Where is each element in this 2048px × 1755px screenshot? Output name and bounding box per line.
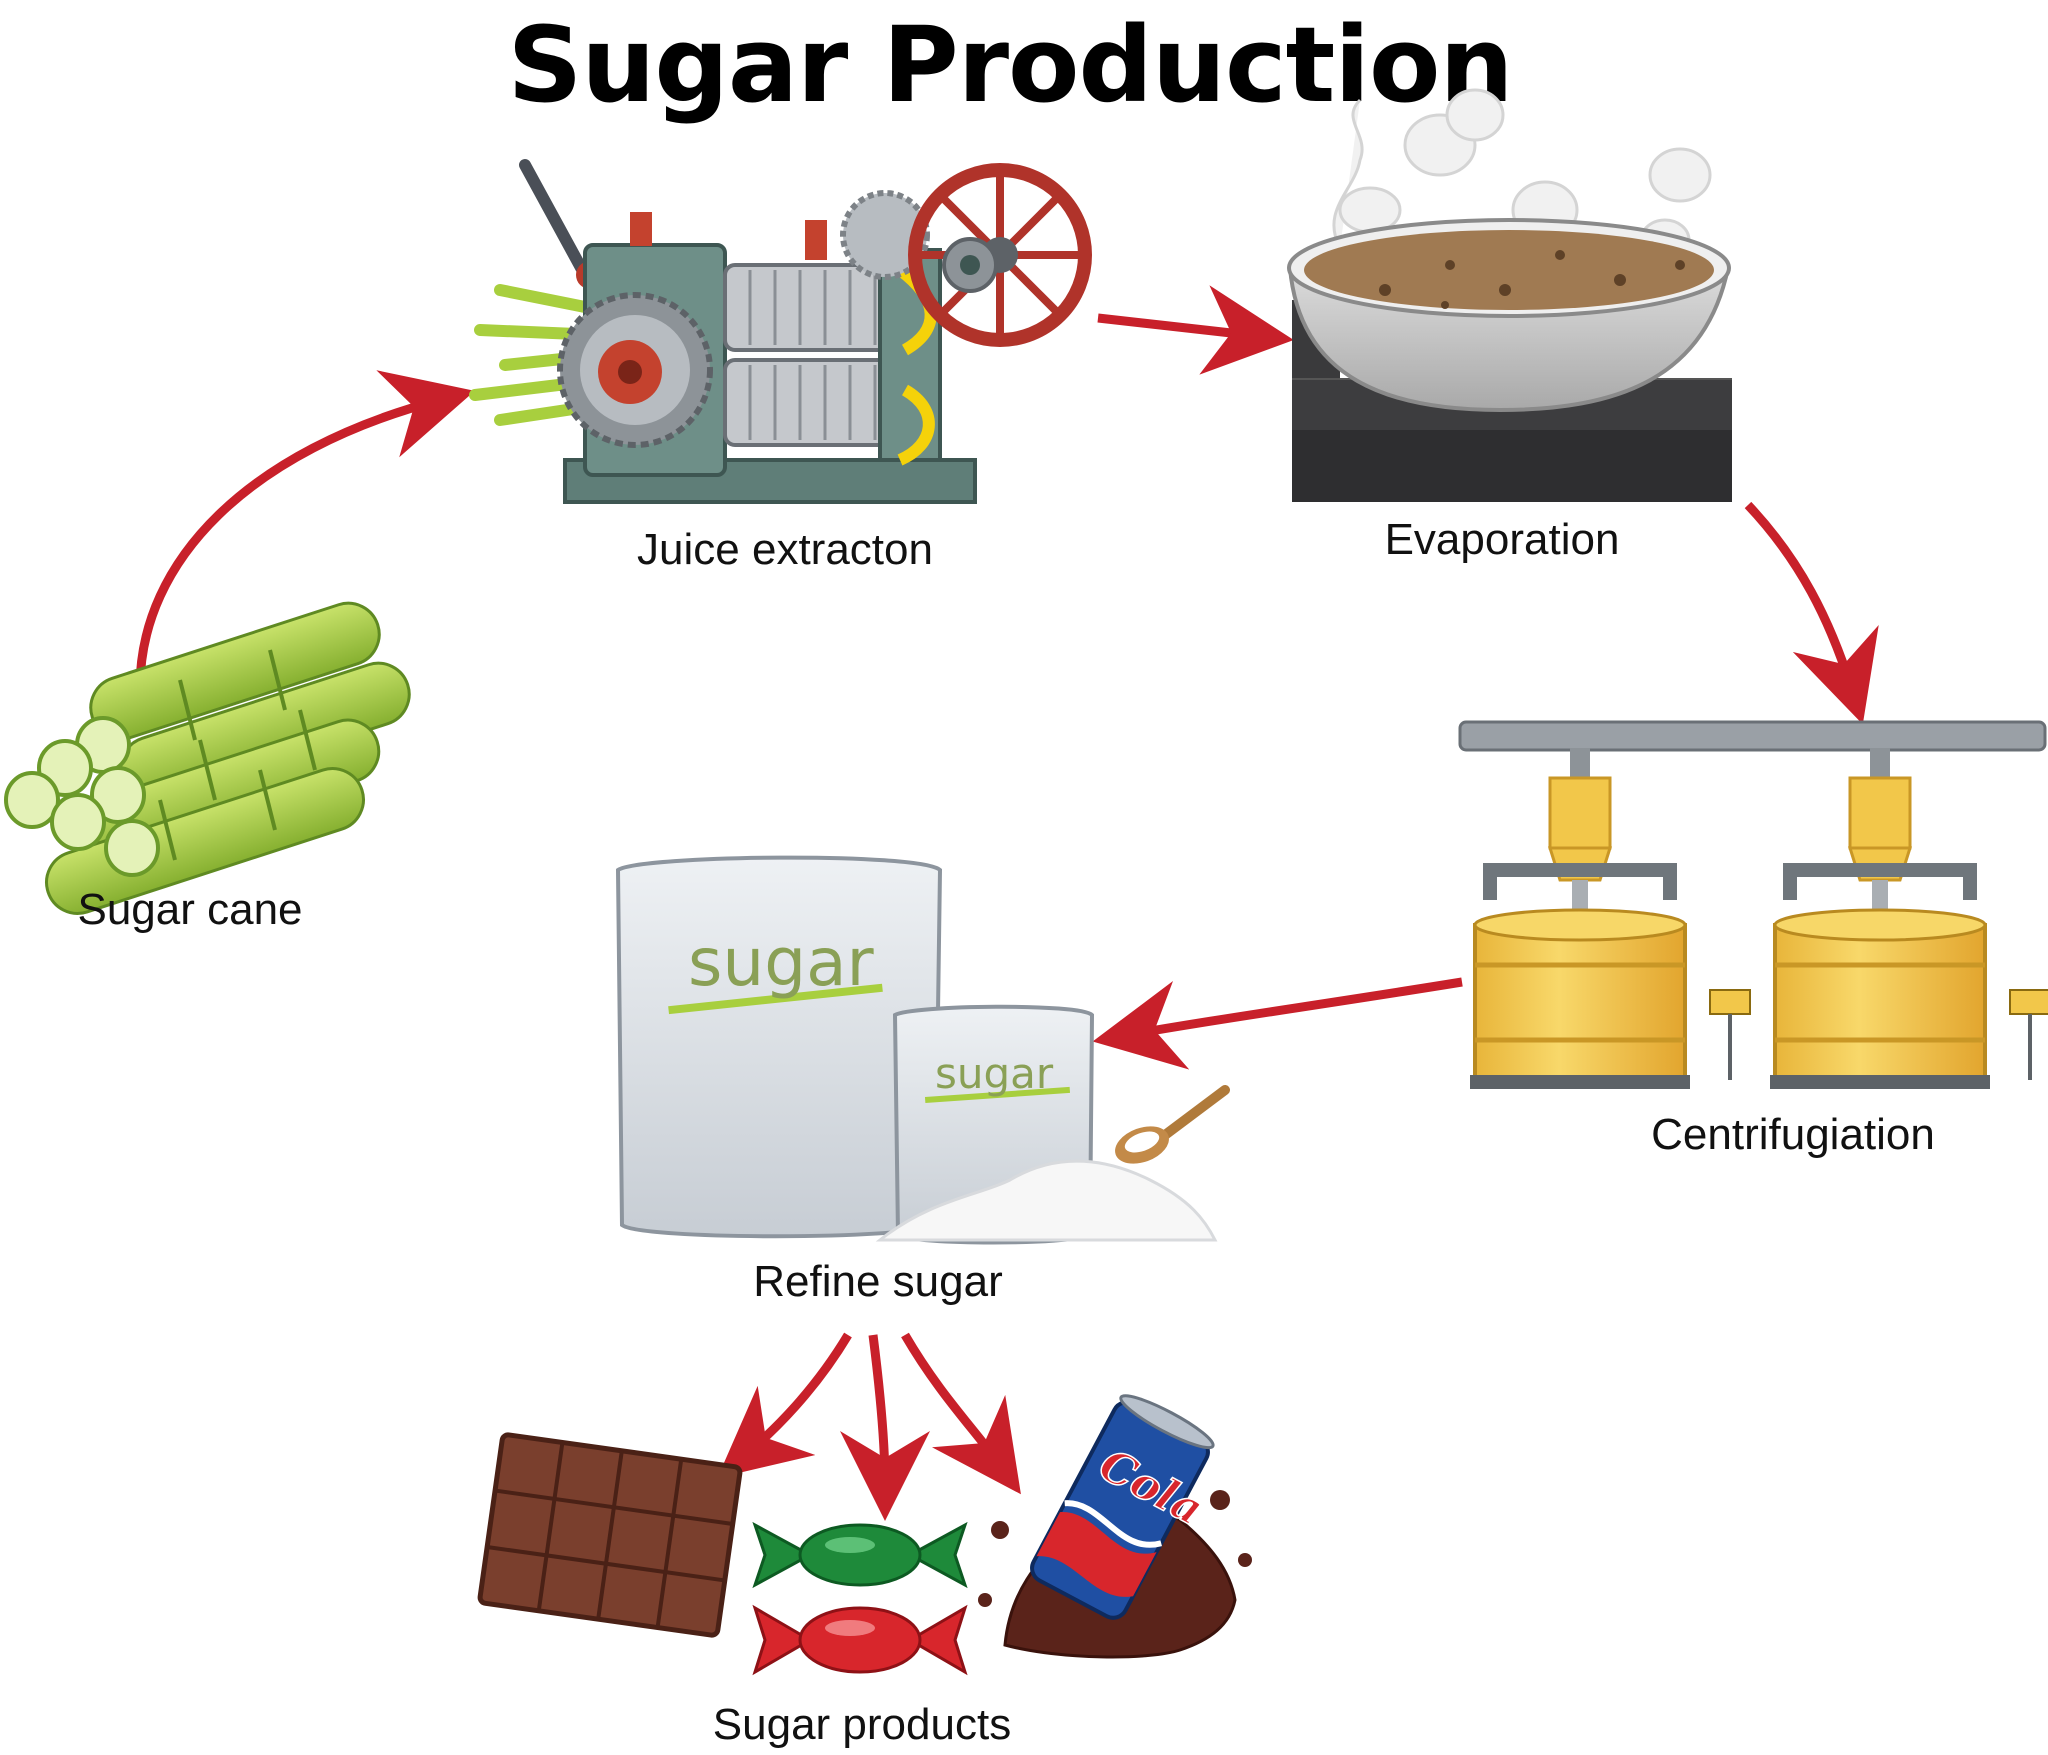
flow-arrows: [135, 285, 1879, 1521]
sugar-cane-icon: [4, 601, 411, 915]
label-evaporation: Evaporation: [1384, 515, 1620, 564]
page-title: Sugar Production: [507, 4, 1513, 126]
arrow-centrifuge-to-sugar: [1092, 977, 1463, 1070]
centrifuge-icon: [1458, 720, 2048, 1089]
candy-icon: [752, 1521, 968, 1676]
arrow-cane-to-juice: [135, 370, 475, 689]
chocolate-bar-icon: [477, 1432, 743, 1638]
sugar-bag-large-text: sugar: [688, 924, 875, 1001]
juice-press-icon: [469, 159, 1092, 504]
label-refine-sugar: Refine sugar: [753, 1257, 1003, 1306]
arrow-evaporation-to-centrifuge: [1744, 501, 1879, 725]
sugar-bag-icon: sugar sugar: [615, 855, 1230, 1245]
label-juice-extraction: Juice extracton: [637, 525, 933, 574]
label-sugar-cane: Sugar cane: [77, 885, 303, 934]
arrow-sugar-to-cola: [901, 1332, 1021, 1495]
arrow-juice-to-evaporation: [1097, 285, 1294, 375]
sugar-bag-small-text: sugar: [935, 1049, 1054, 1098]
arrow-sugar-to-chocolate: [717, 1332, 852, 1479]
cola-can-icon: Cola: [978, 1394, 1252, 1659]
label-centrifugation: Centrifugiation: [1651, 1110, 1935, 1159]
boiling-bowl-icon: [1287, 88, 1732, 502]
label-sugar-products: Sugar products: [712, 1700, 1012, 1749]
arrow-sugar-to-candy: [839, 1334, 930, 1521]
